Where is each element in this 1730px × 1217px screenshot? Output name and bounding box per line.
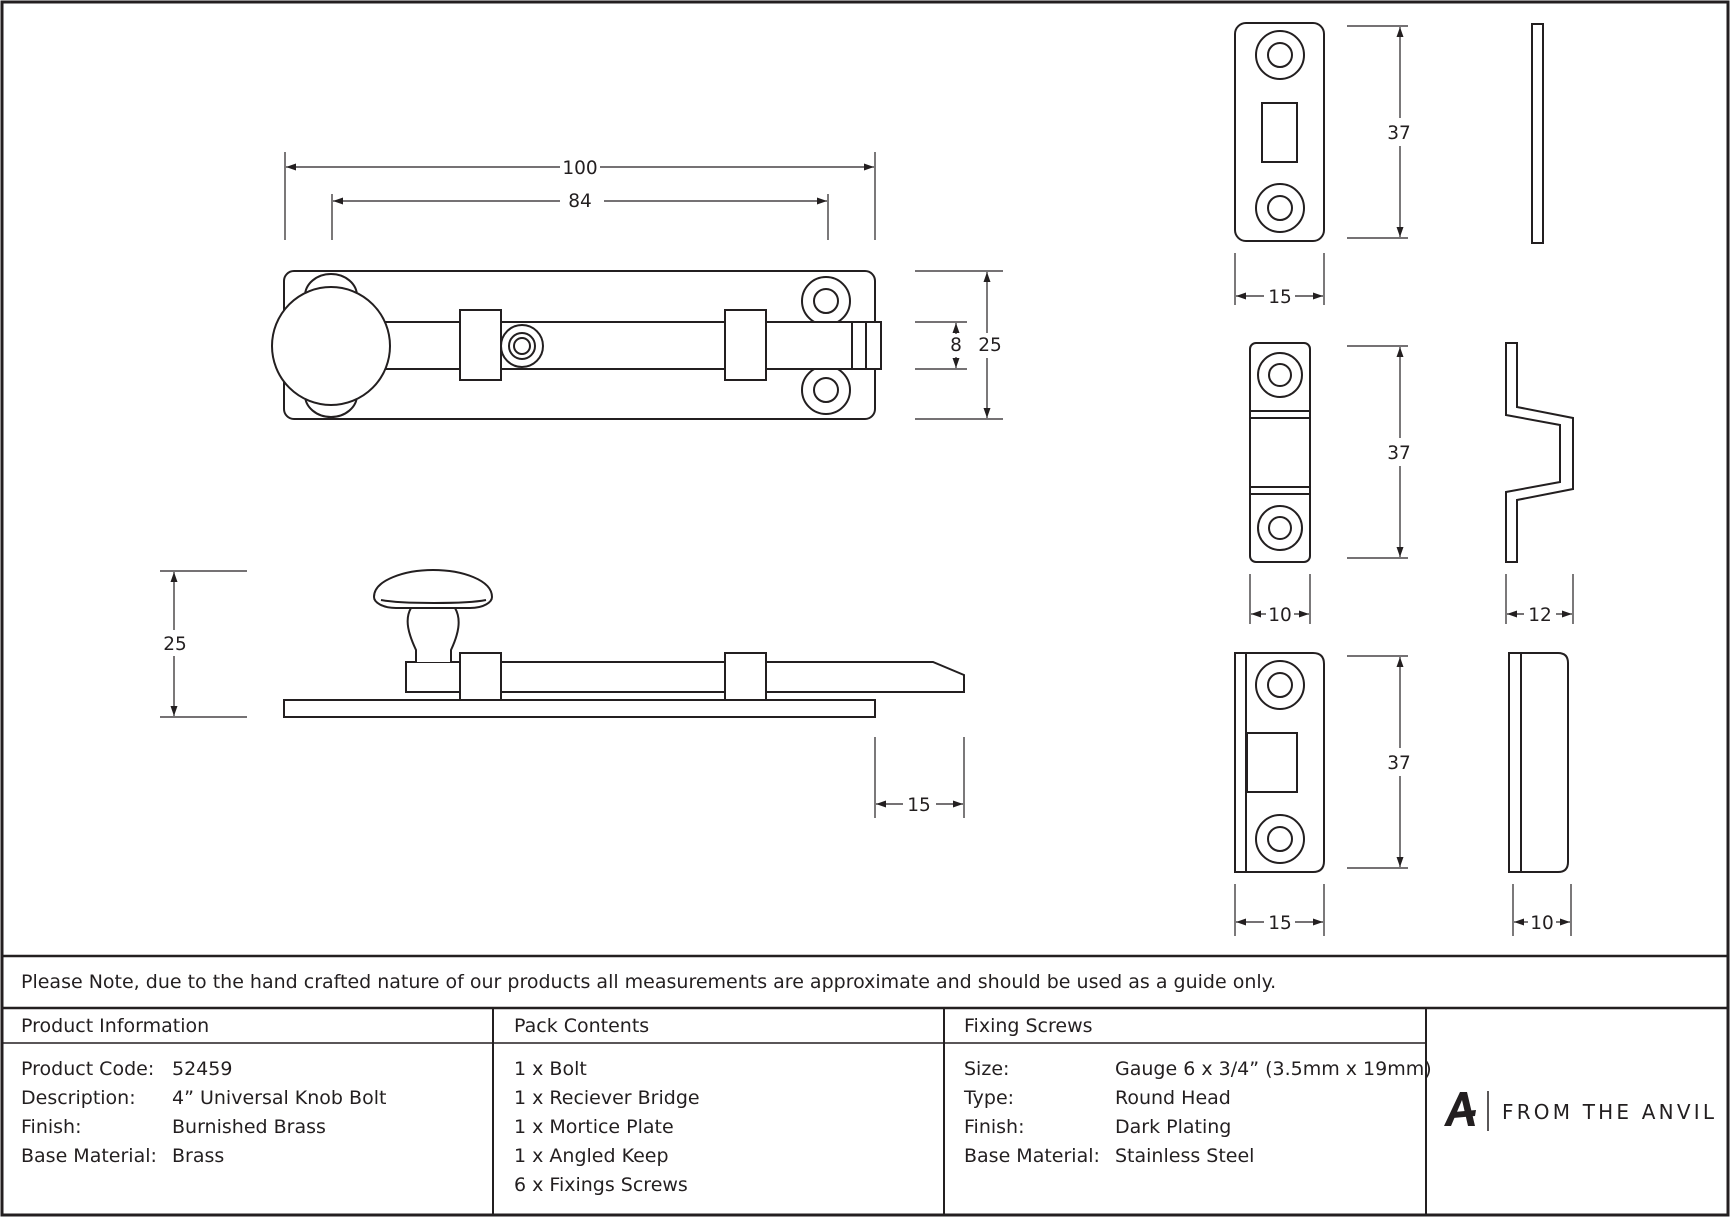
pack-item: 1 x Mortice Plate bbox=[514, 1116, 674, 1138]
receiver-bridge-front bbox=[1234, 22, 1325, 242]
bolt-top-dimensions bbox=[284, 152, 1003, 420]
screw-material-label: Base Material: bbox=[964, 1145, 1100, 1167]
bolt-top-view bbox=[271, 270, 882, 420]
dim-fixing-centres: 84 bbox=[568, 191, 592, 212]
angled-keep-front bbox=[1234, 652, 1325, 873]
pack-item: 1 x Angled Keep bbox=[514, 1145, 669, 1167]
dim-keep-depth: 10 bbox=[1530, 913, 1554, 934]
base-material-label: Base Material: bbox=[21, 1145, 157, 1167]
screw-size-value: Gauge 6 x 3/4” (3.5mm x 19mm) bbox=[1115, 1058, 1432, 1080]
dim-plate-height: 25 bbox=[978, 335, 1002, 356]
mortice-plate-side bbox=[1505, 342, 1574, 563]
measurement-note: Please Note, due to the hand crafted nat… bbox=[21, 971, 1277, 993]
receiver-bridge-dimensions bbox=[1234, 25, 1408, 305]
dim-bridge-width: 15 bbox=[1268, 287, 1292, 308]
mortice-plate-front bbox=[1249, 342, 1311, 563]
mortice-plate-dimensions bbox=[1249, 345, 1574, 624]
dim-keep-projection: 12 bbox=[1528, 605, 1552, 626]
dim-mortice-height: 37 bbox=[1387, 443, 1411, 464]
base-material-value: Brass bbox=[172, 1145, 225, 1167]
dim-mortice-width: 10 bbox=[1268, 605, 1292, 626]
dim-bolt-width: 8 bbox=[950, 335, 962, 356]
pack-item: 6 x Fixings Screws bbox=[514, 1174, 688, 1196]
dim-bolt-projection: 15 bbox=[907, 795, 931, 816]
screw-size-label: Size: bbox=[964, 1058, 1010, 1080]
fixing-screws-heading: Fixing Screws bbox=[964, 1015, 1093, 1037]
screw-finish-value: Dark Plating bbox=[1115, 1116, 1232, 1138]
dim-overall-length: 100 bbox=[562, 158, 597, 179]
pack-item: 1 x Reciever Bridge bbox=[514, 1087, 700, 1109]
product-code-label: Product Code: bbox=[21, 1058, 155, 1080]
pack-contents-heading: Pack Contents bbox=[514, 1015, 650, 1037]
angled-keep-side bbox=[1508, 652, 1569, 873]
brand-name: FROM THE ANVIL bbox=[1502, 1100, 1718, 1124]
screw-type-label: Type: bbox=[964, 1087, 1015, 1109]
pack-item: 1 x Bolt bbox=[514, 1058, 587, 1080]
finish-label: Finish: bbox=[21, 1116, 82, 1138]
screw-finish-label: Finish: bbox=[964, 1116, 1025, 1138]
product-code-value: 52459 bbox=[172, 1058, 233, 1080]
product-info-heading: Product Information bbox=[21, 1015, 210, 1037]
finish-value: Burnished Brass bbox=[172, 1116, 326, 1138]
dim-keep-height: 37 bbox=[1387, 753, 1411, 774]
dim-keep-width: 15 bbox=[1268, 913, 1292, 934]
screw-type-value: Round Head bbox=[1115, 1087, 1231, 1109]
description-label: Description: bbox=[21, 1087, 136, 1109]
dim-bridge-height: 37 bbox=[1387, 123, 1411, 144]
screw-material-value: Stainless Steel bbox=[1115, 1145, 1255, 1167]
anvil-a-logo-icon bbox=[1444, 1092, 1476, 1126]
description-value: 4” Universal Knob Bolt bbox=[172, 1087, 387, 1109]
angled-keep-dimensions bbox=[1234, 655, 1572, 936]
receiver-bridge-side bbox=[1531, 23, 1544, 244]
bolt-side-dimensions bbox=[160, 570, 965, 818]
bolt-side-view bbox=[283, 568, 965, 718]
dim-side-height: 25 bbox=[163, 634, 187, 655]
